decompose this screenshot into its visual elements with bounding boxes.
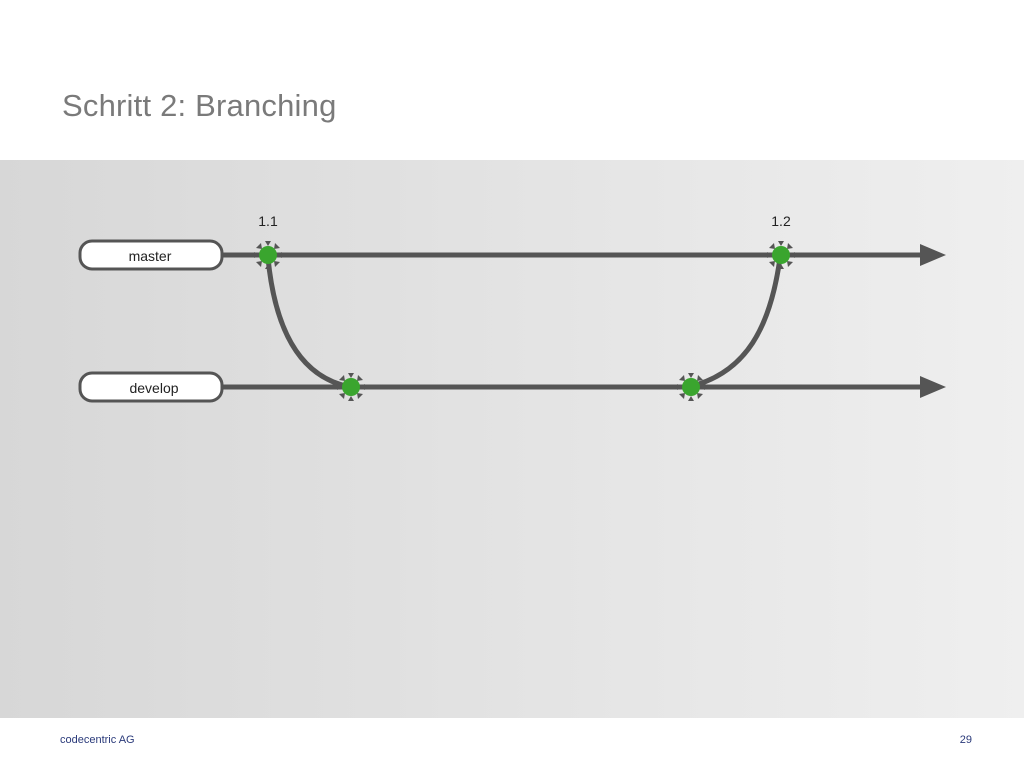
branch-label-master-text: master (129, 248, 172, 264)
footer-company: codecentric AG (60, 734, 135, 746)
tag-label-1-1: 1.1 (258, 213, 278, 229)
develop-branch-arrowhead (920, 376, 946, 398)
slide-title: Schritt 2: Branching (62, 88, 337, 123)
commit-develop-2 (677, 373, 705, 401)
page-number: 29 (959, 734, 972, 746)
branch-label-develop: develop (78, 371, 224, 403)
branch-label-develop-text: develop (129, 380, 178, 396)
branch-off-curve (265, 257, 347, 389)
merge-curve (695, 257, 783, 388)
branch-label-master: master (78, 239, 224, 271)
commit-master-1-2 (767, 241, 795, 269)
tag-label-1-2: 1.2 (771, 213, 791, 229)
master-branch-arrowhead (920, 244, 946, 266)
commit-master-1-1 (254, 241, 282, 269)
commit-develop-1 (337, 373, 365, 401)
